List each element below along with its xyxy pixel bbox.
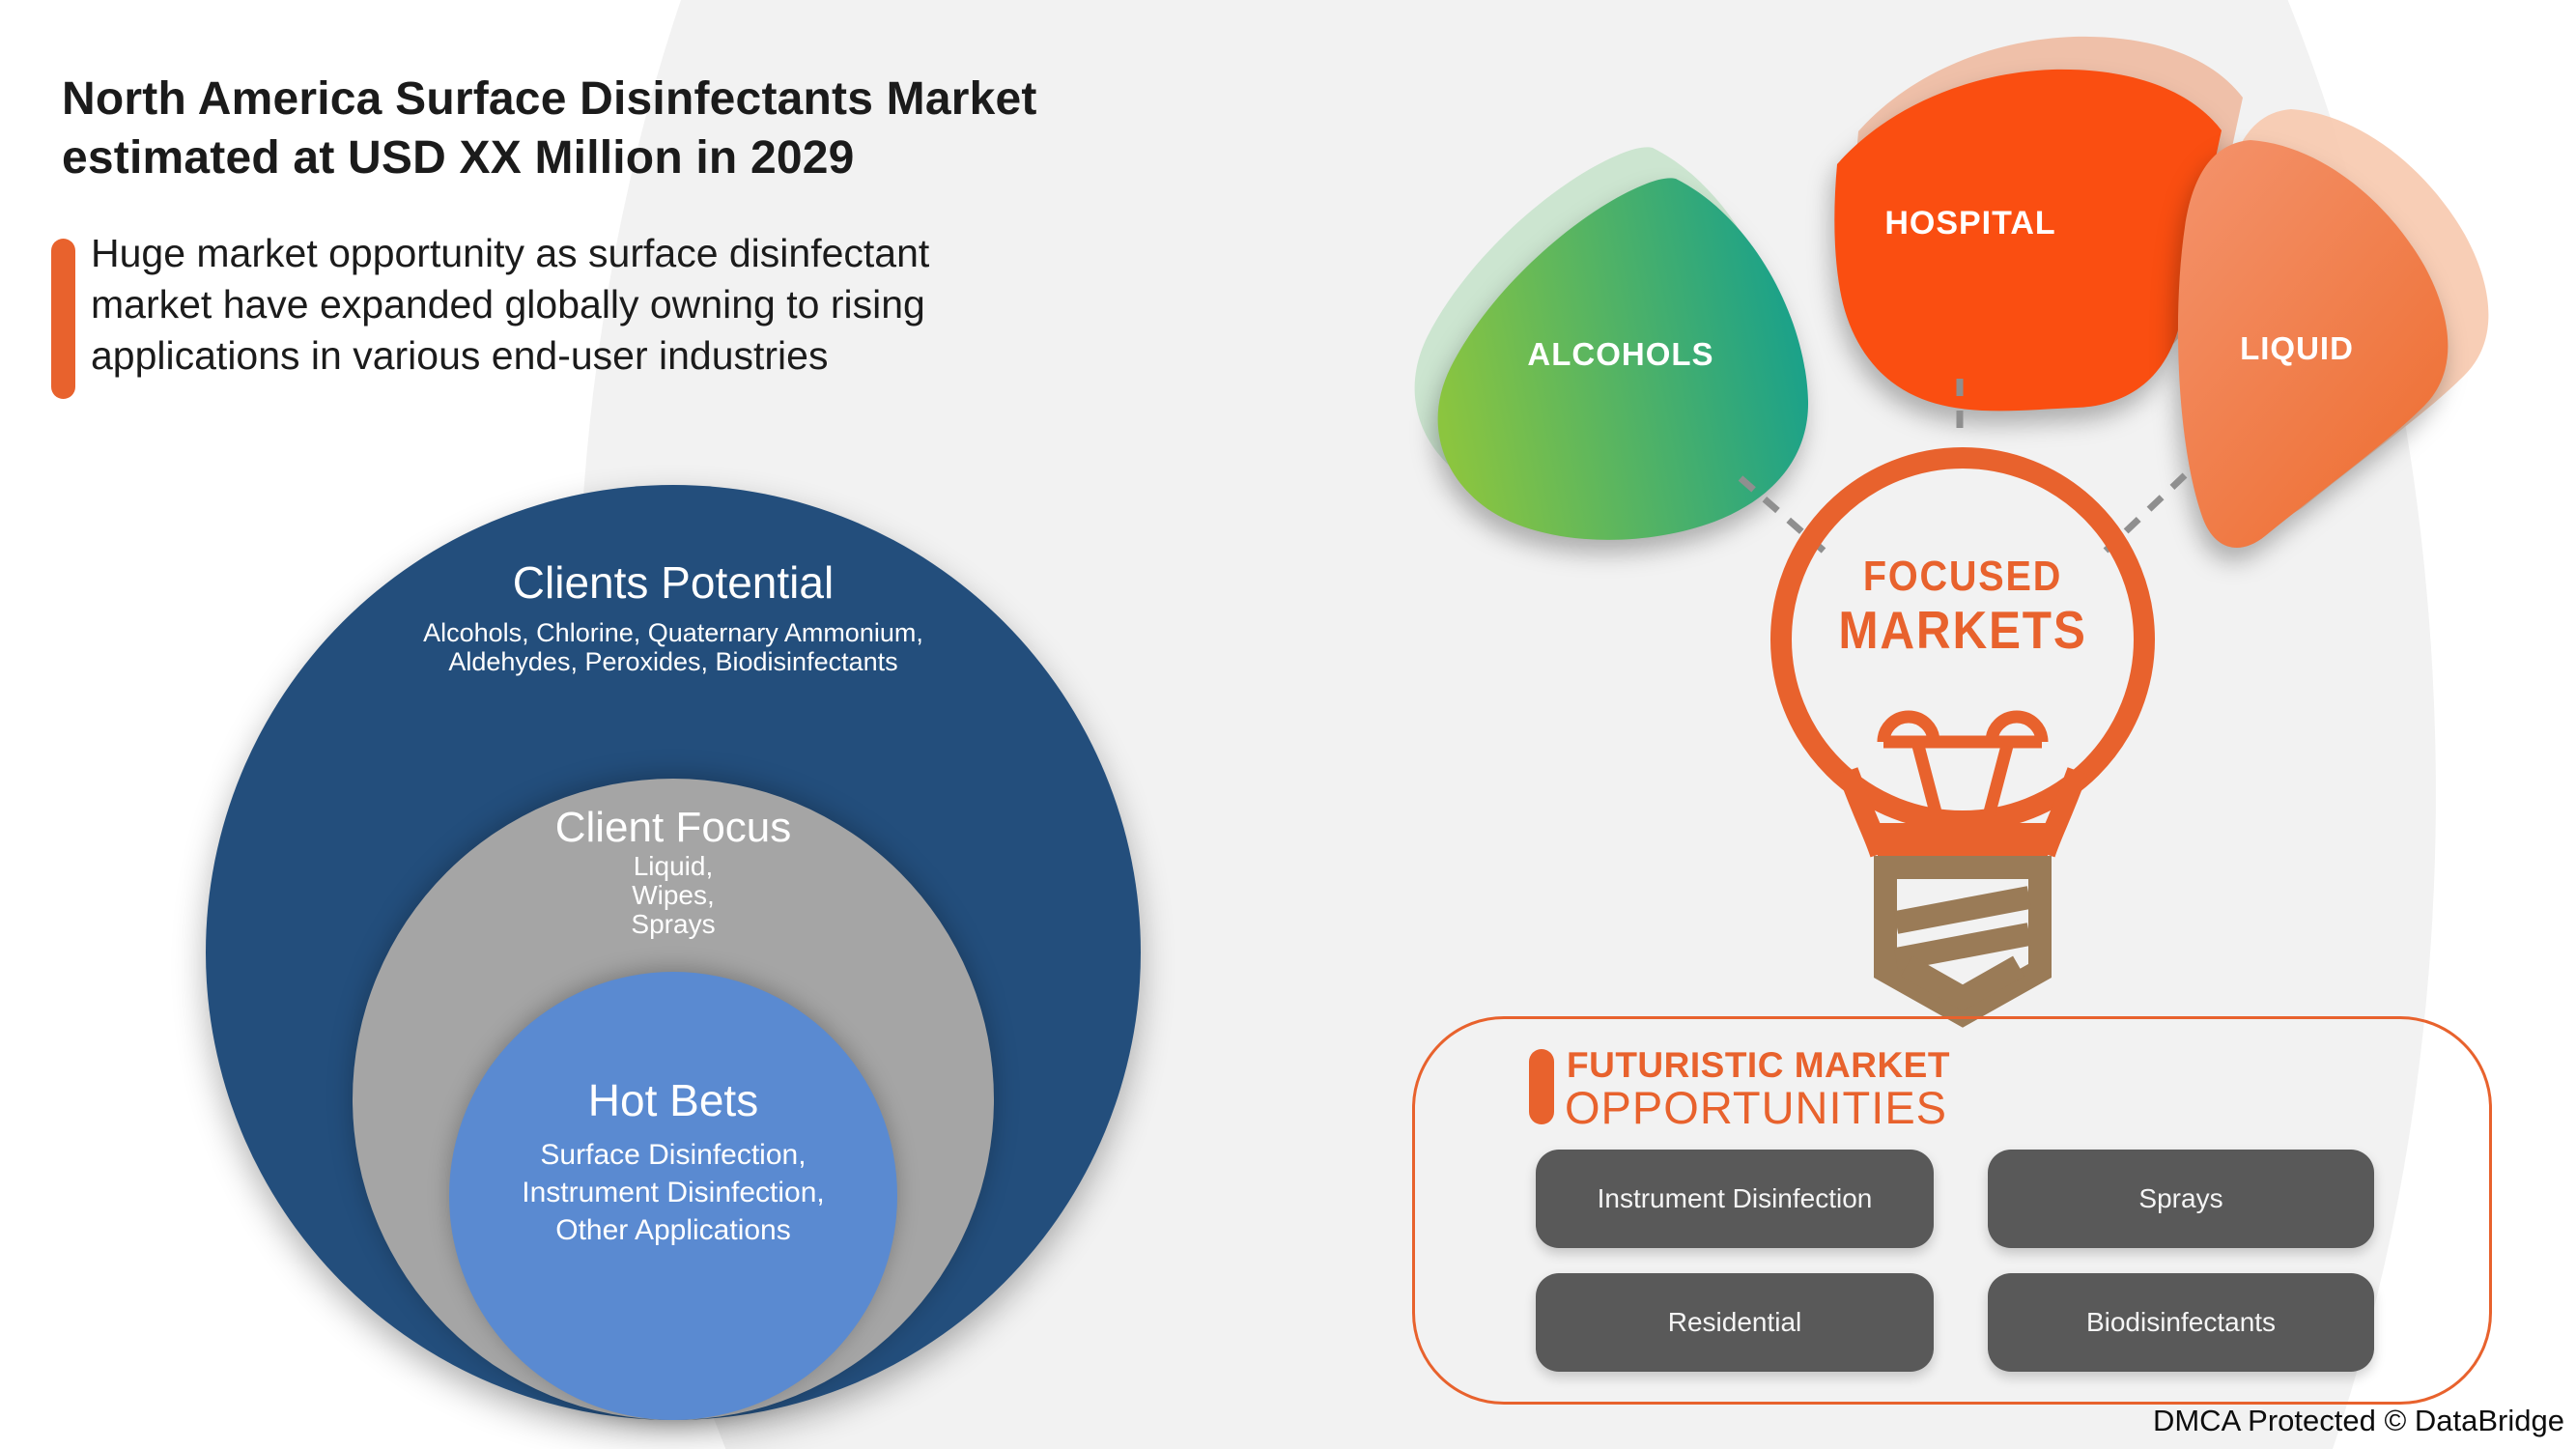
client-focus-items: Liquid, Wipes, Sprays [631,851,716,939]
opportunity-item-instrument-disinfection: Instrument Disinfection [1520,1150,1934,1269]
opportunity-item-residential: Residential [1520,1273,1934,1393]
opportunities-accent-bar [1529,1049,1554,1124]
clients-potential-desc: Alcohols, Chlorine, Quaternary Ammonium,… [423,618,923,676]
opportunity-item-label: Instrument Disinfection [1597,1183,1873,1213]
opportunity-item-label: Biodisinfectants [2085,1307,2277,1337]
opportunities-box [1412,1016,2492,1405]
opportunity-item-label: Sprays [2138,1183,2223,1213]
clients-potential-title: Clients Potential [512,557,835,608]
subtitle-line1: Huge market opportunity as surface disin… [91,231,930,275]
circle-hot-bets [449,972,897,1420]
page-title: North America Surface Disinfectants Mark… [62,70,1037,187]
subtitle-line2: market have expanded globally owning to … [91,282,925,327]
hot-bets-desc: Surface Disinfection, Instrument Disinfe… [522,1139,825,1246]
bulb-label-line1: FOCUSED [1862,553,2063,600]
page-title-line2: estimated at USD XX Million in 2029 [62,132,855,184]
subtitle: Huge market opportunity as surface disin… [91,228,929,382]
petal-label-alcohols: ALCOHOLS [1527,336,1714,372]
opportunity-item-sprays: Sprays [1972,1150,2374,1269]
subtitle-line3: applications in various end-user industr… [91,333,829,378]
subtitle-accent-bar [51,239,75,399]
dmca-copyright: DMCA Protected © DataBridge [2152,1404,2564,1437]
client-focus-title: Client Focus [554,804,792,851]
opportunities-heading-line2: OPPORTUNITIES [1565,1082,1948,1133]
petal-label-liquid: LIQUID [2240,330,2354,366]
opportunities-heading-line1: FUTURISTIC MARKET [1567,1045,1950,1085]
petal-label-hospital: HOSPITAL [1884,205,2056,242]
hot-bets-title: Hot Bets [587,1075,759,1125]
bulb-label-line2: MARKETS [1838,600,2087,660]
opportunity-item-biodisinfectants: Biodisinfectants [1972,1273,2374,1393]
page-title-line1: North America Surface Disinfectants Mark… [62,73,1037,125]
opportunity-item-label: Residential [1667,1307,1802,1337]
